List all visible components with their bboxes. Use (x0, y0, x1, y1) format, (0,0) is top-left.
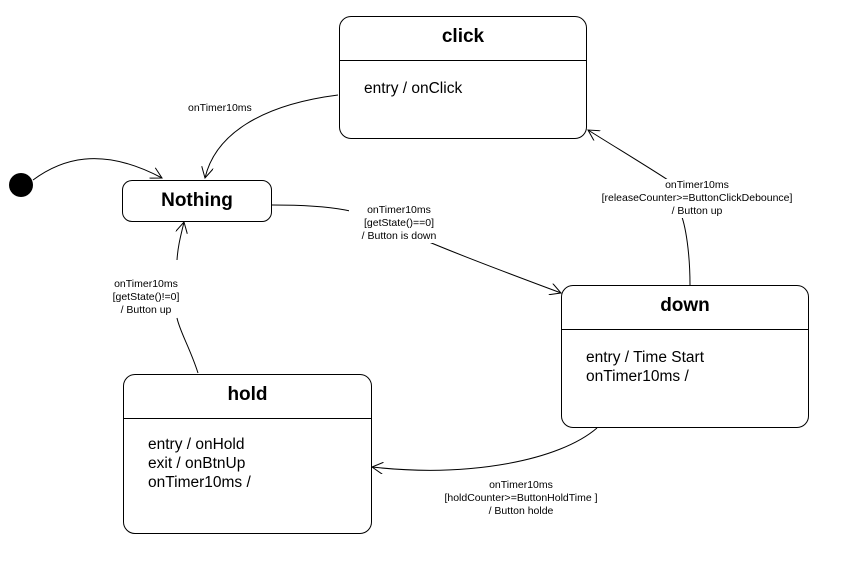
label-line: [holdCounter>=ButtonHoldTime ] (444, 492, 598, 504)
state-down-actions: entry / Time Start onTimer10ms / (562, 330, 808, 386)
label-line: / Button up (671, 205, 723, 217)
state-down-action: entry / Time Start (586, 349, 705, 366)
state-hold-action: onTimer10ms / (148, 474, 251, 491)
label-line: [releaseCounter>=ButtonClickDebounce] (601, 192, 793, 204)
state-hold-actions: entry / onHold exit / onBtnUp onTimer10m… (124, 419, 371, 492)
state-click-title: click (340, 17, 586, 61)
label-line: / Button is down (361, 230, 437, 242)
state-click-action: entry / onClick (364, 80, 463, 97)
state-click[interactable]: click entry / onClick (339, 16, 587, 139)
label-hold-to-nothing: onTimer10ms [getState()!=0] / Button up (106, 278, 186, 317)
transition-click-to-nothing (205, 94, 339, 178)
transition-down-to-hold (372, 427, 598, 470)
label-line: / Button up (120, 304, 172, 316)
state-hold[interactable]: hold entry / onHold exit / onBtnUp onTim… (123, 374, 372, 534)
transition-initial-to-nothing (32, 158, 162, 181)
label-line: onTimer10ms (367, 204, 431, 216)
label-nothing-to-down: onTimer10ms [getState()==0] / Button is … (349, 204, 449, 243)
label-line: [getState()!=0] (112, 291, 180, 303)
state-hold-action: entry / onHold (148, 436, 245, 453)
state-down[interactable]: down entry / Time Start onTimer10ms / (561, 285, 809, 428)
label-line: onTimer10ms (188, 102, 252, 114)
label-click-to-nothing: onTimer10ms (188, 102, 252, 115)
transition-hold-to-nothing (177, 222, 199, 374)
state-hold-title: hold (124, 375, 371, 419)
label-down-to-click: onTimer10ms [releaseCounter>=ButtonClick… (592, 179, 802, 218)
state-down-action: onTimer10ms / (586, 368, 689, 385)
state-nothing[interactable]: Nothing (122, 180, 272, 222)
label-down-to-hold: onTimer10ms [holdCounter>=ButtonHoldTime… (436, 479, 606, 518)
label-line: / Button holde (488, 505, 554, 517)
label-line: onTimer10ms (114, 278, 178, 290)
state-hold-action: exit / onBtnUp (148, 455, 246, 472)
initial-state-dot (9, 173, 33, 197)
state-down-title: down (562, 286, 808, 330)
label-line: onTimer10ms (489, 479, 553, 491)
state-click-actions: entry / onClick (340, 61, 586, 98)
label-line: onTimer10ms (665, 179, 729, 191)
state-nothing-title: Nothing (161, 190, 233, 211)
label-line: [getState()==0] (363, 217, 435, 229)
